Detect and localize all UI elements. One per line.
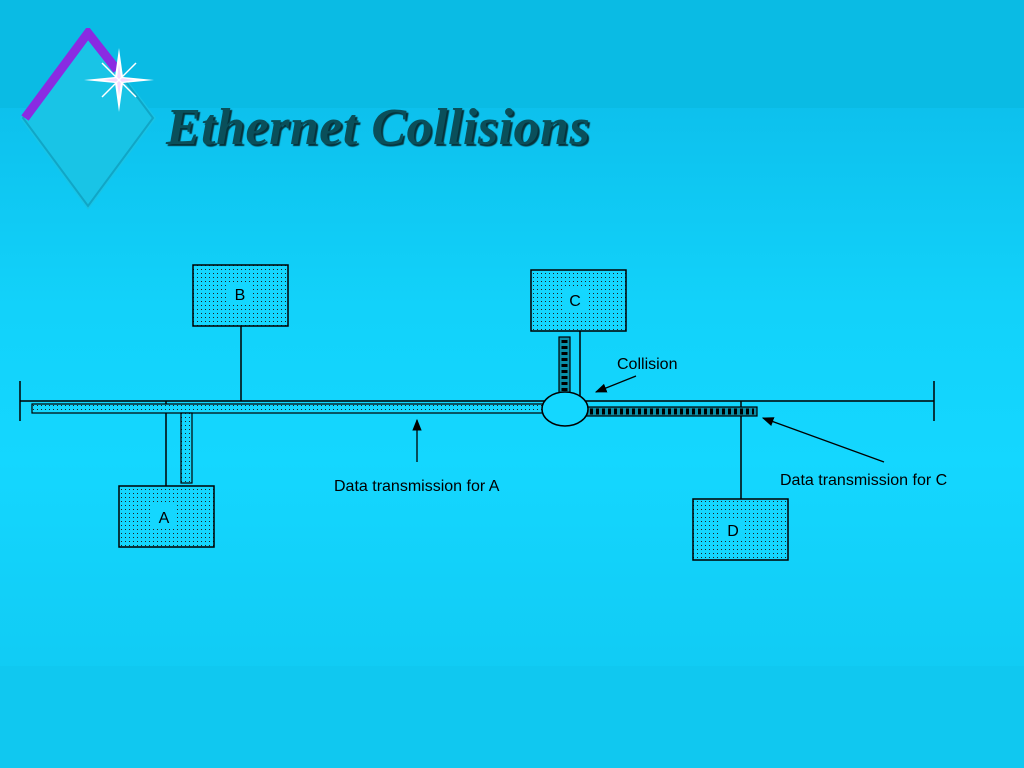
transmission-c-label: Data transmission for C xyxy=(780,472,947,489)
station-a: A xyxy=(118,485,215,548)
footer-band xyxy=(0,666,1024,768)
slide-title: Ethernet Collisions xyxy=(166,99,591,156)
station-b: B xyxy=(192,264,289,327)
diamond-star-logo xyxy=(20,28,156,210)
signal-a-bus xyxy=(31,403,555,414)
signal-a-drop xyxy=(180,412,193,484)
collision-point xyxy=(541,391,589,427)
signal-c-bus xyxy=(585,406,758,417)
sparkle-icon xyxy=(84,48,154,112)
transmission-a-label: Data transmission for A xyxy=(334,478,500,495)
signal-c-drop xyxy=(558,336,571,394)
diamond-accent xyxy=(21,28,121,121)
station-label-d: D xyxy=(727,523,739,540)
station-d: D xyxy=(692,498,789,561)
header-band xyxy=(0,0,1024,108)
collision-label: Collision xyxy=(617,356,677,373)
station-c: C xyxy=(530,269,627,332)
station-label-a: A xyxy=(159,510,170,527)
station-label-b: B xyxy=(235,287,246,304)
collision-arrow xyxy=(594,375,637,393)
station-label-c: C xyxy=(569,293,581,310)
transmission-c-arrow xyxy=(761,417,885,463)
